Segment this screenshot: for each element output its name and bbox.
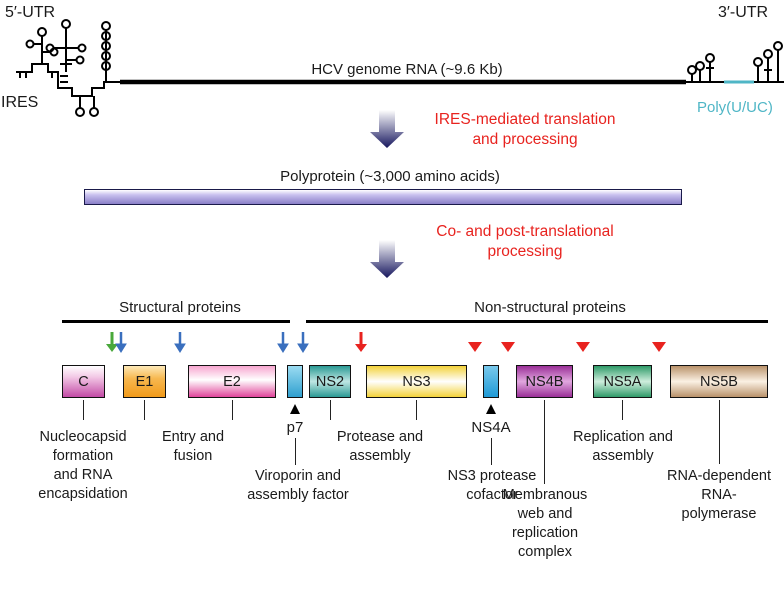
connector-ns3 xyxy=(416,400,418,420)
protein-e1: E1 xyxy=(123,365,166,398)
function-c-line1: Nucleocapsid xyxy=(39,429,127,445)
function-ns5b: RNA-dependent RNA- polymerase xyxy=(662,467,776,524)
function-ns5a-line2: assembly xyxy=(592,448,654,464)
connector-ns5a xyxy=(622,400,624,420)
function-p7: Viroporin and assembly factor xyxy=(240,467,356,505)
step1-line1: IRES-mediated translation xyxy=(434,111,616,128)
function-ns2-line1: Protease and xyxy=(336,429,424,445)
connector-ns4b xyxy=(544,400,546,484)
protein-ns2-label: NS2 xyxy=(315,373,345,390)
protein-p7 xyxy=(287,365,303,398)
function-ns4b-line2: web and xyxy=(517,506,573,522)
function-ns4a-line1: NS3 protease xyxy=(447,468,537,484)
blue-arrows xyxy=(115,332,309,353)
connector-p7 xyxy=(295,438,297,465)
polyprotein-label: Polyprotein (~3,000 amino acids) xyxy=(280,168,500,185)
step2-line1: Co- and post-translational xyxy=(436,223,614,240)
function-p7-line1: Viroporin and xyxy=(255,468,341,484)
utr5-label: 5′-UTR xyxy=(5,4,56,21)
function-ns4a-line2: cofactor xyxy=(466,487,518,503)
protein-e2: E2 xyxy=(188,365,276,398)
function-ns4b: Membranous web and replication complex xyxy=(490,486,600,562)
genome-label: HCV genome RNA (~9.6 Kb) xyxy=(311,61,503,78)
protein-ns4b: NS4B xyxy=(516,365,573,398)
protein-ns5b: NS5B xyxy=(670,365,768,398)
function-ns5b-line1: RNA-dependent xyxy=(667,468,771,484)
function-ns2-line2: assembly xyxy=(349,448,411,464)
ires-label: IRES xyxy=(1,94,39,111)
function-ns4b-line4: complex xyxy=(518,544,572,560)
poly-u-label: Poly(U/UC) xyxy=(697,99,773,116)
function-c-line3: and RNA xyxy=(53,467,113,483)
function-e-line2: fusion xyxy=(173,448,213,464)
step1-line2: and processing xyxy=(472,131,578,148)
protein-ns3: NS3 xyxy=(366,365,467,398)
down-arrow-2 xyxy=(370,240,404,278)
connector-ns2 xyxy=(330,400,332,420)
step2-line2: processing xyxy=(487,243,563,260)
red-arrow xyxy=(355,332,367,352)
protein-ns4a xyxy=(483,365,499,398)
utr5-structure xyxy=(16,19,120,117)
down-arrow-1 xyxy=(370,110,404,148)
ns4a-label: NS4A xyxy=(471,419,511,436)
polyprotein-bar xyxy=(84,189,682,205)
function-ns5b-line2: RNA- xyxy=(701,487,737,503)
cleavage-site-markers xyxy=(106,332,666,353)
function-ns2-ns3: Protease and assembly xyxy=(320,428,440,466)
protein-ns4b-label: NS4B xyxy=(525,373,564,390)
p7-pointer-icon xyxy=(290,404,300,414)
nonstructural-bracket-line xyxy=(306,320,768,323)
function-ns4a: NS3 protease cofactor xyxy=(436,467,548,505)
protein-ns5b-label: NS5B xyxy=(700,373,738,390)
function-e-line1: Entry and xyxy=(161,429,225,445)
protein-c: C xyxy=(62,365,105,398)
function-c-line2: formation xyxy=(52,448,114,464)
function-e1-e2: Entry and fusion xyxy=(148,428,238,466)
protein-ns2: NS2 xyxy=(309,365,351,398)
function-ns5a-line1: Replication and xyxy=(573,429,673,445)
ns4a-pointer-icon xyxy=(486,404,496,414)
protein-e2-label: E2 xyxy=(223,373,241,390)
protein-c-label: C xyxy=(78,373,89,390)
protein-ns5a-label: NS5A xyxy=(603,373,642,390)
protein-ns5a: NS5A xyxy=(593,365,652,398)
green-arrow xyxy=(106,332,118,352)
p7-label: p7 xyxy=(286,419,304,436)
utr3-structure xyxy=(686,41,784,83)
connector-e1 xyxy=(144,400,146,420)
function-p7-line2: assembly factor xyxy=(247,487,349,503)
function-c-line4: encapsidation xyxy=(38,486,128,502)
hcv-genome-rna-diagram xyxy=(16,19,784,117)
connector-e2 xyxy=(232,400,234,420)
nonstructural-proteins-label: Non-structural proteins xyxy=(474,299,626,316)
protein-ns3-label: NS3 xyxy=(402,373,431,390)
utr3-label: 3′-UTR xyxy=(718,4,769,21)
connector-c xyxy=(83,400,85,420)
connector-ns5b xyxy=(719,400,721,464)
function-ns5b-line3: polymerase xyxy=(681,506,757,522)
protein-e1-label: E1 xyxy=(135,373,154,390)
function-ns4b-line1: Membranous xyxy=(502,487,588,503)
function-c: Nucleocapsid formation and RNA encapsida… xyxy=(18,428,148,504)
red-triangles xyxy=(468,342,666,352)
function-ns4b-line3: replication xyxy=(511,525,579,541)
structural-proteins-label: Structural proteins xyxy=(119,299,241,316)
function-ns5a: Replication and assembly xyxy=(558,428,688,466)
structural-bracket-line xyxy=(62,320,290,323)
connector-ns4a xyxy=(491,438,493,465)
